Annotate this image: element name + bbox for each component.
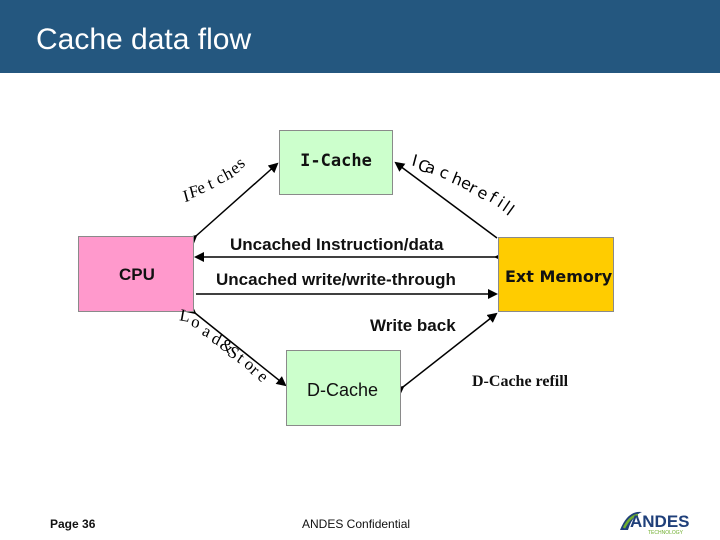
slide-title: Cache data flow <box>36 23 252 56</box>
ext-memory-box: Ext Memory <box>498 237 614 312</box>
label-uncached-write: Uncached write/write-through <box>216 270 456 289</box>
dcache-box: D-Cache <box>286 350 401 426</box>
icache-box: I-Cache <box>279 130 393 195</box>
arrow-dcache-extmem <box>393 312 498 396</box>
icache-label: I-Cache <box>300 151 372 171</box>
title-bar: Cache data flow <box>0 0 720 73</box>
ext-memory-label: Ext Memory <box>505 267 613 286</box>
footer-page-number: Page 36 <box>50 517 96 531</box>
label-write-back: Write back <box>370 316 456 335</box>
cpu-label: CPU <box>119 265 155 284</box>
label-dcache-refill: D-Cache refill <box>472 373 569 390</box>
label-uncached-instruction-data: Uncached Instruction/data <box>230 235 444 254</box>
andes-logo: ANDES TECHNOLOGY <box>620 511 690 536</box>
arrow-extmem-to-icache <box>394 161 498 239</box>
logo-text-sub: TECHNOLOGY <box>648 530 684 536</box>
logo-text-main: ANDES <box>630 512 690 531</box>
footer-confidential: ANDES Confidential <box>302 517 411 531</box>
cpu-box: CPU <box>78 236 194 312</box>
dcache-label: D-Cache <box>307 380 379 400</box>
arrow-cpu-to-dcache <box>185 304 287 387</box>
arrow-cpu-to-icache <box>186 162 279 246</box>
